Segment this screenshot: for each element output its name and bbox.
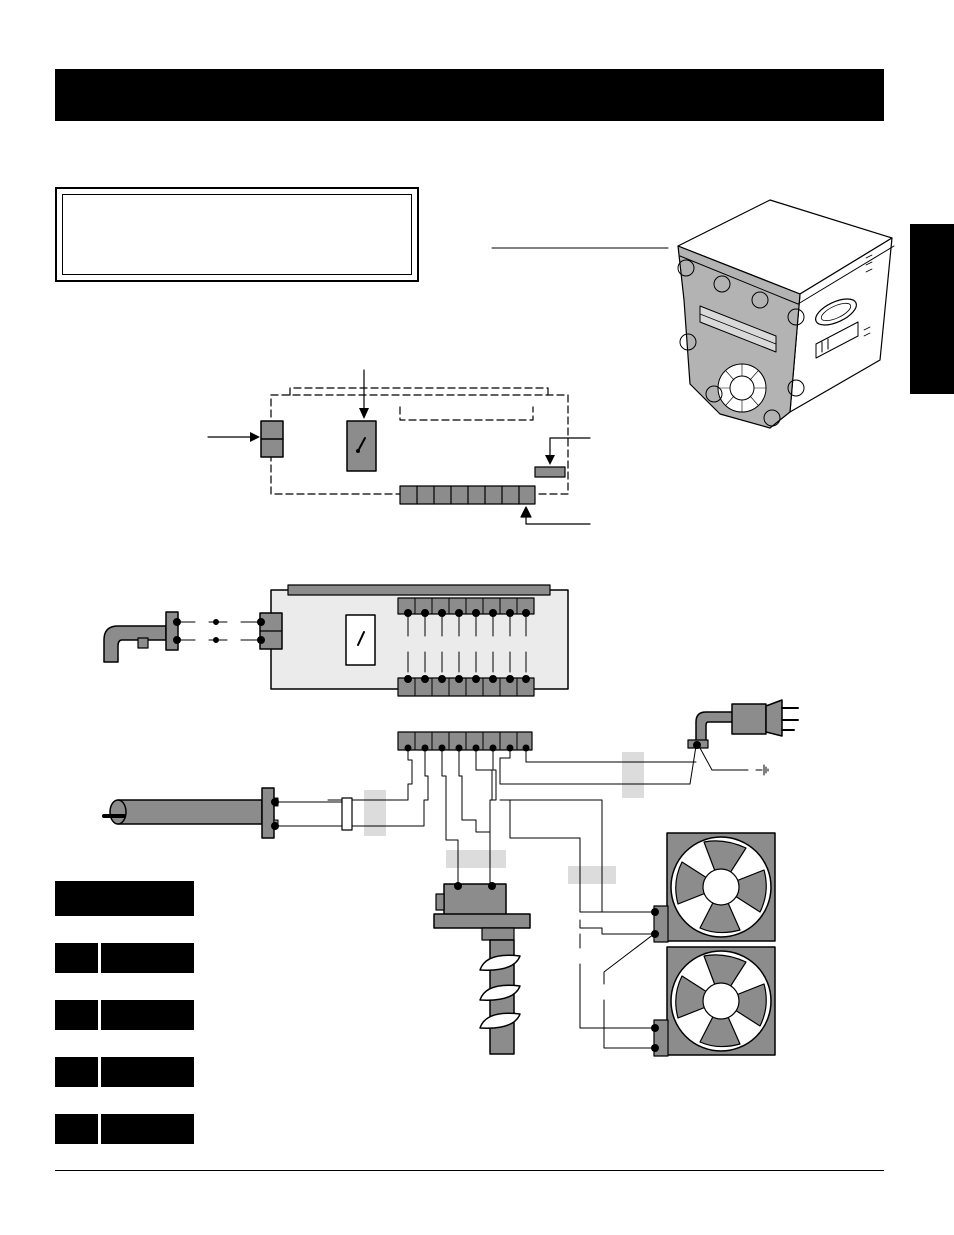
warning-box-inner (62, 194, 412, 275)
fuse-icon (534, 437, 591, 478)
wire-color-legend (55, 881, 194, 1144)
igniter-icon (102, 787, 343, 839)
legend-number-cell (55, 1114, 98, 1144)
legend-number-cell (55, 943, 98, 973)
legend-number-cell (55, 1000, 98, 1030)
auger-motor-icon (433, 882, 531, 1055)
fan-icon (651, 946, 776, 1057)
header-title-bar (55, 69, 884, 121)
fan-icon (651, 832, 776, 943)
control-panel-terminals (404, 597, 530, 697)
temperature-probe-icon (103, 611, 265, 663)
footer-rule (55, 1170, 884, 1171)
fan-grill-spokes (717, 363, 767, 413)
legend-color-cell (101, 1114, 194, 1144)
terminal-block-icon (399, 485, 591, 525)
control-box-outline (270, 387, 569, 495)
igniter-connector (341, 797, 353, 831)
legend-header-cell (55, 881, 194, 916)
legend-color-cell (101, 1057, 194, 1087)
warning-box (55, 187, 419, 282)
power-cord-plug-icon (687, 699, 799, 771)
lower-terminal-block (397, 731, 533, 752)
legend-number-cell (55, 1057, 98, 1087)
legend-color-cell (101, 943, 194, 973)
power-inlet-connector (207, 420, 284, 458)
legend-color-cell (101, 1000, 194, 1030)
section-side-tab (910, 224, 954, 394)
grill-unit-icon (677, 199, 895, 429)
control-panel-internal-wires (407, 615, 527, 677)
control-panel-board (259, 584, 569, 697)
wiring-lines (327, 745, 697, 1049)
toggle-switch-icon (346, 369, 377, 472)
ground-symbol-icon (755, 764, 769, 776)
